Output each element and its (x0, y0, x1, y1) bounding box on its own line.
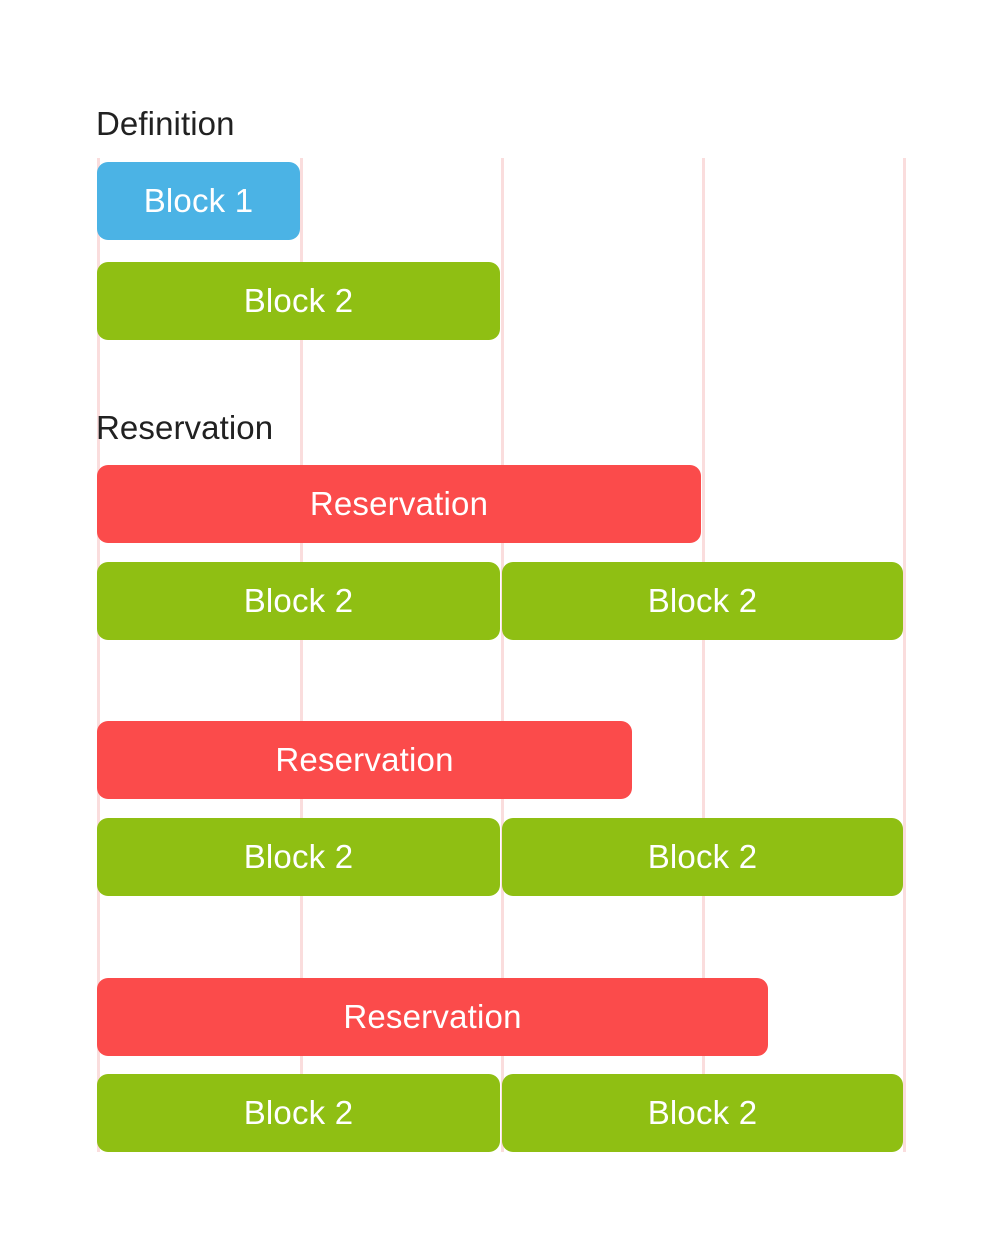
bar-label: Reservation (275, 741, 454, 778)
block-1-bar[interactable]: Block 1 (97, 162, 300, 240)
block-2-bar[interactable]: Block 2 (502, 818, 903, 896)
bar-label: Block 2 (243, 282, 354, 319)
gridline-4 (903, 158, 906, 1152)
reservation-bar[interactable]: Reservation (97, 978, 768, 1056)
bar-label: Block 2 (647, 1094, 758, 1131)
block-2-bar[interactable]: Block 2 (502, 562, 903, 640)
section-label-reservation: Reservation (96, 409, 274, 446)
section-label-definition: Definition (96, 105, 235, 142)
bar-label: Reservation (343, 998, 522, 1035)
bar-label: Block 2 (647, 838, 758, 875)
bar-label: Block 2 (243, 1094, 354, 1131)
bar-label: Block 2 (647, 582, 758, 619)
block-2-bar[interactable]: Block 2 (97, 818, 500, 896)
block-2-bar[interactable]: Block 2 (97, 1074, 500, 1152)
bar-label: Reservation (309, 485, 489, 522)
block-2-bar[interactable]: Block 2 (97, 562, 500, 640)
bar-label: Block 2 (243, 582, 354, 619)
block-2-bar[interactable]: Block 2 (97, 262, 500, 340)
bar-label: Block 2 (243, 838, 354, 875)
reservation-bar[interactable]: Reservation (97, 721, 632, 799)
bar-label: Block 1 (143, 182, 254, 219)
block-2-bar[interactable]: Block 2 (502, 1074, 903, 1152)
reservation-bar[interactable]: Reservation (97, 465, 701, 543)
